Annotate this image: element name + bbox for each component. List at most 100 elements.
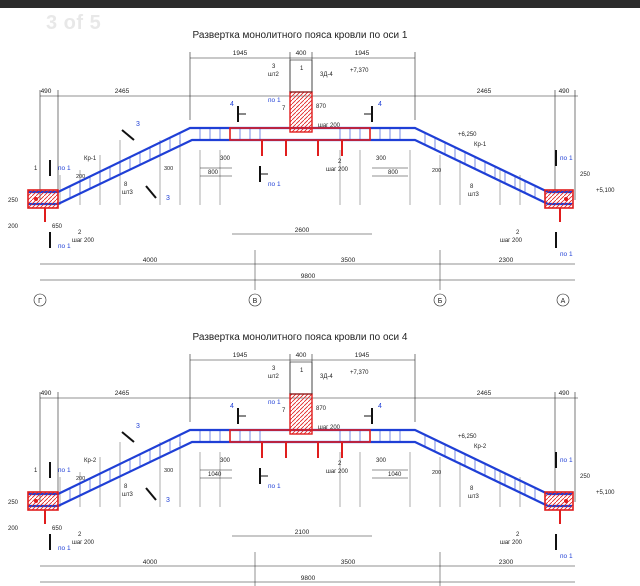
section-po1-right-bottom: по 1	[560, 251, 573, 258]
label-step: шаг 200	[318, 123, 341, 129]
bottom-dim-seg2: 3500	[341, 257, 356, 264]
section-mark-3-top	[121, 431, 135, 443]
label-n2-right: 2	[516, 230, 520, 236]
label-n1-left: 1	[34, 468, 38, 474]
label-200b-left: 200	[8, 526, 19, 532]
label-n1-left: 1	[34, 166, 38, 172]
section-3-bottom: 3	[166, 195, 170, 202]
section-4-left: 4	[230, 403, 234, 410]
section-po1-right-bottom: по 1	[560, 553, 573, 560]
axis-label-b: Б	[438, 298, 443, 305]
beam-rebar	[69, 128, 536, 198]
section-mark-4-left	[237, 106, 246, 122]
inner-dim-lines	[200, 167, 408, 235]
inner-dim-left-300: 300	[220, 458, 231, 464]
section-po1-right-top: по 1	[560, 457, 573, 464]
right-support	[544, 189, 574, 222]
section-po1-left-bottom: по 1	[58, 545, 71, 552]
label-kr-left: Кр-1	[84, 156, 97, 162]
dim-right-edge: 490	[559, 88, 570, 95]
inner-dim-left-300: 300	[220, 156, 231, 162]
axis-label-g: Г	[38, 298, 42, 305]
section-po1-center: по 1	[268, 483, 281, 490]
label-kr-left: Кр-2	[84, 458, 97, 464]
label-step: шаг 200	[318, 425, 341, 431]
section-3-top: 3	[136, 121, 140, 128]
inner-dim-left-800: 800	[208, 170, 219, 176]
section-mark-po1-center	[259, 166, 268, 182]
label-height: 870	[316, 406, 327, 412]
bottom-dim-total: 9800	[301, 273, 316, 280]
section-3-top: 3	[136, 423, 140, 430]
label-step-right: шаг 200	[500, 540, 523, 546]
page-counter: 3 of 5	[46, 12, 102, 34]
right-support	[544, 491, 574, 524]
bottom-dim-seg3: 2300	[499, 559, 514, 566]
section-po1-right-top: по 1	[560, 155, 573, 162]
level-mid: +6,250	[458, 434, 477, 440]
section-3-bottom: 3	[166, 497, 170, 504]
section-po1-top: по 1	[268, 399, 281, 406]
label-650-left: 650	[52, 526, 63, 532]
bottom-dim-seg2: 3500	[341, 559, 356, 566]
label-sht3-left: шт3	[122, 492, 134, 498]
dim-span-right: 1945	[355, 352, 370, 359]
label-n8-left: 8	[124, 182, 128, 188]
section-mark-3-bottom	[145, 487, 157, 501]
label-n2-left: 2	[78, 230, 82, 236]
dim-right-run: 2465	[477, 88, 492, 95]
label-250-right: 250	[580, 474, 591, 480]
bottom-dim-total: 9800	[301, 575, 316, 582]
label-sht2: шт2	[268, 72, 280, 78]
beam-rebar	[69, 430, 536, 500]
label-sht3-right: шт3	[468, 494, 480, 500]
dim-span-left: 1945	[233, 50, 248, 57]
axis-label-a: А	[561, 298, 566, 305]
axis-bubbles	[33, 293, 570, 307]
panel-title: Развертка монолитного пояса кровли по ос…	[193, 30, 408, 41]
label-rebar-3: 3	[272, 366, 276, 372]
label-300-left: 300	[164, 166, 173, 172]
dim-left-run: 2465	[115, 88, 130, 95]
level-top: +7,370	[350, 370, 369, 376]
section-4-left: 4	[230, 101, 234, 108]
section-mark-3-bottom	[145, 185, 157, 199]
label-200-right: 200	[432, 168, 441, 174]
section-4-right: 4	[378, 403, 382, 410]
level-mid: +6,250	[458, 132, 477, 138]
bottom-dim-seg3: 2300	[499, 257, 514, 264]
section-po1-top: по 1	[268, 97, 281, 104]
label-n2: 2	[338, 461, 342, 467]
inner-dim-right-300: 300	[376, 156, 387, 162]
center-column	[229, 361, 371, 458]
label-200-left: 200	[76, 476, 85, 482]
section-mark-po1-center	[259, 468, 268, 484]
section-mark-4-left	[237, 408, 246, 424]
label-sht2: шт2	[268, 374, 280, 380]
label-650-left: 650	[52, 224, 63, 230]
bottom-dimensions	[40, 552, 575, 586]
panel-axis-4: Развертка монолитного пояса кровли по ос…	[8, 332, 615, 586]
dim-span-right: 1945	[355, 50, 370, 57]
label-250-right: 250	[580, 172, 591, 178]
label-n2: 2	[338, 159, 342, 165]
section-mark-3-top	[121, 129, 135, 141]
inner-dim-left-800: 1040	[208, 472, 222, 478]
center-column	[229, 59, 371, 156]
panel-axis-1: Развертка монолитного пояса кровли по ос…	[8, 30, 615, 307]
left-support	[27, 491, 59, 524]
level-top: +7,370	[350, 68, 369, 74]
section-mark-4-right	[364, 106, 373, 122]
label-kr-right: Кр-2	[474, 444, 487, 450]
section-po1-left-top: по 1	[58, 165, 71, 172]
dim-span-mid: 400	[296, 50, 307, 57]
label-step-right: шаг 200	[500, 238, 523, 244]
inner-dim-right-800: 1040	[388, 472, 402, 478]
left-support	[27, 189, 59, 222]
dim-right-run: 2465	[477, 390, 492, 397]
bottom-dim-seg1: 4000	[143, 559, 158, 566]
label-sht3-left: шт3	[122, 190, 134, 196]
panel-title: Развертка монолитного пояса кровли по ос…	[193, 332, 408, 343]
label-kr-right: Кр-1	[474, 142, 487, 148]
label-code: 3Д-4	[320, 72, 333, 78]
